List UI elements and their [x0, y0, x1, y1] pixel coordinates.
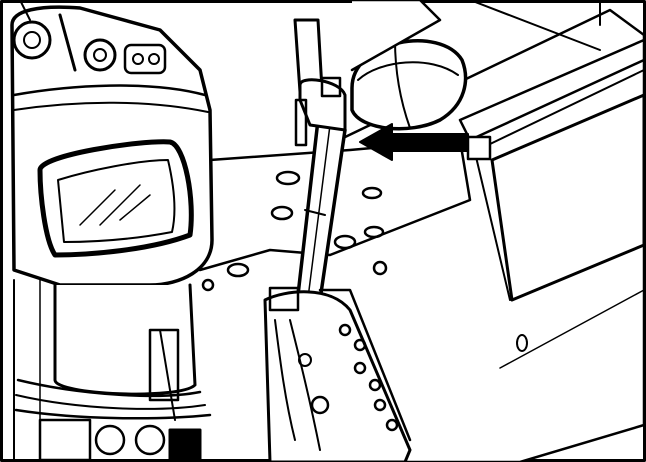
control-column [13, 279, 212, 462]
dome-cap [350, 0, 601, 131]
dial-knob-icon [83, 38, 117, 72]
dial-knob-icon [12, 20, 52, 60]
display-window [37, 139, 194, 258]
control-unit [10, 0, 214, 287]
panel-hole [516, 334, 528, 352]
perforated-bracket [263, 286, 412, 462]
upright-pole-top-bracket [298, 78, 347, 132]
upright-pole [293, 18, 347, 302]
panel-hinge [466, 135, 492, 161]
